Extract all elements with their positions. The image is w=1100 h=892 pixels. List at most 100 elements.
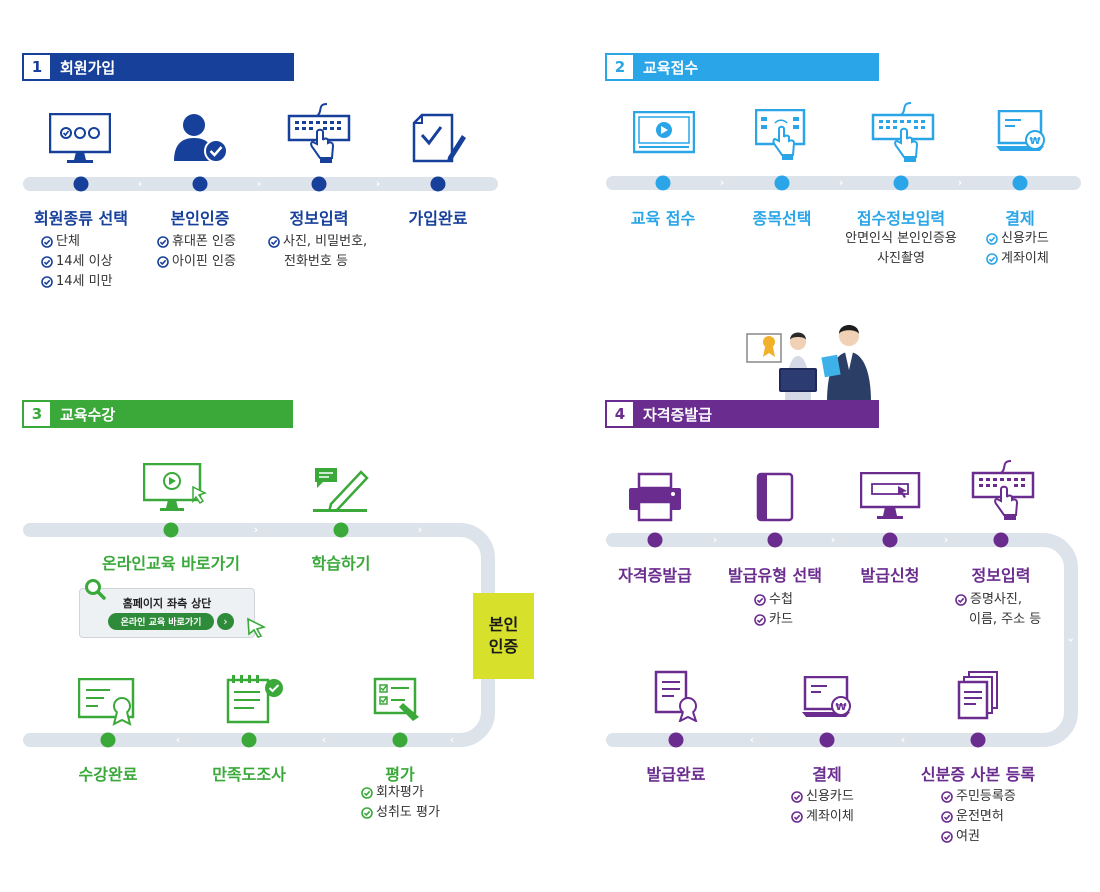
svg-text:₩: ₩ [1029, 136, 1040, 147]
step-dot [882, 532, 898, 548]
step-dot [163, 522, 179, 538]
online-education-button[interactable]: 온라인 교육 바로가기 [108, 613, 214, 630]
option-text: 신용카드 [806, 789, 854, 804]
check-circle-icon [754, 594, 766, 606]
check-circle-icon [941, 811, 953, 823]
step-label: 신분증 사본 등록 [920, 765, 1036, 784]
check-circle-icon [955, 594, 967, 606]
arrow-right-icon[interactable]: › [217, 613, 234, 630]
option-text: 휴대폰 인증 [172, 234, 236, 249]
chevron-right-icon: › [719, 176, 725, 190]
step-label: 정보입력 [289, 209, 349, 228]
option-text: 계좌이체 [1001, 251, 1049, 266]
section-3-header: 3 교육수강 [22, 400, 293, 428]
note-text: 안면인식 본인인증용 [845, 231, 957, 246]
chevron-down-icon: › [1064, 637, 1078, 643]
check-circle-icon [754, 614, 766, 626]
step-label: 결제 [812, 765, 842, 784]
option-text: 카드 [769, 612, 793, 627]
section-4-header: 4 자격증발급 [605, 400, 879, 428]
touch-screen-icon [755, 109, 806, 160]
step-options: 증명사진, 이름, 주소 등 [955, 590, 1041, 630]
section-1-number: 1 [24, 55, 50, 79]
video-player-icon [633, 111, 695, 154]
step-dot [993, 532, 1009, 548]
keyboard-hand-icon [287, 103, 351, 163]
section-2-track [606, 176, 1081, 190]
chevron-right-icon: › [417, 523, 423, 537]
chevron-right-icon: › [830, 533, 836, 547]
monitor-dots-icon [49, 113, 111, 163]
step-label: 회원종류 선택 [34, 209, 128, 228]
step-label: 학습하기 [311, 554, 371, 573]
check-circle-icon [361, 787, 373, 799]
step-notes: 안면인식 본인인증용 사진촬영 [845, 229, 957, 269]
step-dot [819, 732, 835, 748]
step-dot [1012, 175, 1028, 191]
laptop-won-icon: ₩ [996, 110, 1045, 151]
section-3-title: 교육수강 [60, 405, 116, 424]
chevron-left-icon: ‹ [900, 733, 906, 747]
option-text: 이름, 주소 등 [969, 612, 1042, 627]
section-4-title: 자격증발급 [643, 405, 713, 424]
section-4-number: 4 [607, 402, 633, 426]
check-circle-icon [986, 253, 998, 265]
survey-clipboard-icon [226, 675, 283, 724]
step-options: 수첩 카드 [754, 590, 793, 630]
step-label: 결제 [1005, 209, 1035, 228]
section-2-title: 교육접수 [643, 58, 699, 77]
option-text: 주민등록증 [956, 789, 1016, 804]
option-text: 운전면허 [956, 809, 1004, 824]
step-dot [430, 176, 446, 192]
hint-title: 홈페이지 좌측 상단 [122, 597, 212, 610]
option-text: 아이핀 인증 [172, 254, 236, 269]
monitor-play-icon [143, 463, 207, 511]
step-dot [767, 532, 783, 548]
option-text: 사진, 비밀번호, [283, 234, 368, 249]
step-dot [73, 176, 89, 192]
printer-icon [629, 472, 681, 522]
note-text: 사진촬영 [877, 251, 925, 266]
step-dot [392, 732, 408, 748]
option-text: 전화번호 등 [284, 254, 348, 269]
step-options: 회차평가 성취도 평가 [361, 783, 440, 823]
chevron-left-icon: ‹ [175, 733, 181, 747]
step-options: 휴대폰 인증 아이핀 인증 [157, 232, 236, 272]
people-laptop-illustration [746, 325, 871, 402]
option-text: 수첩 [769, 592, 793, 607]
svg-text:₩: ₩ [835, 702, 846, 713]
step-dot [333, 522, 349, 538]
step-options: 신용카드 계좌이체 [791, 787, 854, 827]
check-circle-icon [268, 236, 280, 248]
step-label: 수강완료 [78, 765, 138, 784]
checklist-icon [373, 677, 419, 721]
step-options: 주민등록증 운전면허 여권 [941, 787, 1016, 847]
option-text: 신용카드 [1001, 231, 1049, 246]
step-options: 사진, 비밀번호, 전화번호 등 [268, 232, 367, 272]
check-circle-icon [986, 233, 998, 245]
cursor-icon [247, 617, 267, 638]
step-label: 온라인교육 바로가기 [101, 554, 241, 573]
chevron-right-icon: › [838, 176, 844, 190]
certificate-icon [78, 678, 135, 726]
chevron-right-icon: › [712, 533, 718, 547]
section-4-track [606, 533, 1078, 747]
chevron-left-icon: ‹ [449, 733, 455, 747]
document-seal-icon [654, 670, 698, 722]
section-2-number: 2 [607, 55, 633, 79]
search-icon [85, 579, 106, 600]
step-dot [668, 732, 684, 748]
step-label: 발급유형 선택 [728, 566, 822, 585]
user-check-icon [174, 114, 228, 163]
option-text: 여권 [956, 829, 980, 844]
check-circle-icon [791, 791, 803, 803]
option-text: 계좌이체 [806, 809, 854, 824]
keyboard-hand-icon [971, 460, 1035, 520]
step-dot [893, 175, 909, 191]
chevron-right-icon: › [253, 523, 259, 537]
keyboard-hand-icon [871, 102, 935, 162]
step-label: 만족도조사 [212, 765, 286, 784]
step-dot [311, 176, 327, 192]
chevron-right-icon: › [256, 177, 262, 191]
section-1-title: 회원가입 [60, 58, 116, 77]
